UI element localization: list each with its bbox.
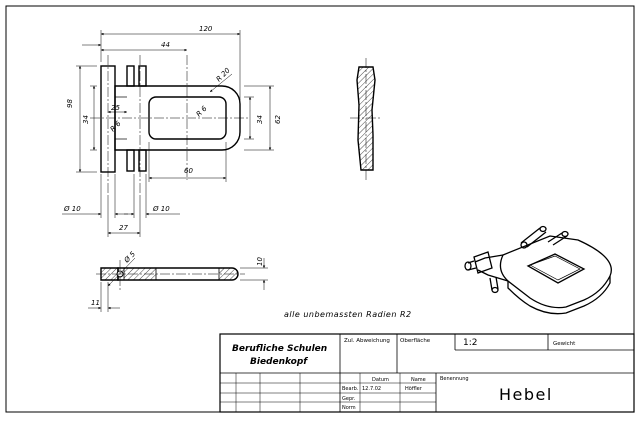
top-view-dimension-lines	[88, 257, 268, 312]
dim-27: 27	[119, 224, 128, 232]
name-header: Name	[411, 377, 426, 383]
weight-label: Gewicht	[553, 341, 576, 347]
title-block-texts: Berufliche Schulen Biedenkopf Zul. Abwei…	[232, 338, 576, 411]
dim-34-left: 34	[82, 115, 90, 124]
dim-98: 98	[66, 99, 74, 108]
drawn-label: Bearb.	[342, 386, 359, 392]
isometric-view	[464, 225, 612, 315]
tolerance-label: Zul. Abweichung	[344, 338, 390, 344]
school-line-2: Biedenkopf	[250, 357, 308, 367]
dim-25: 25	[111, 104, 120, 112]
part-name: Hebel	[499, 385, 553, 404]
dim-r6-inner: R 6	[195, 104, 209, 118]
surface-label: Oberfläche	[400, 338, 431, 344]
top-view-section	[96, 260, 245, 290]
dim-60: 60	[184, 167, 193, 175]
front-view-centerlines	[90, 55, 250, 195]
scale-value: 1:2	[463, 338, 477, 348]
drawn-name: Höffler	[405, 386, 423, 392]
norm-label: Norm	[342, 405, 356, 411]
dim-10-thickness: 10	[256, 257, 264, 266]
front-view-dimension-texts: 120 44 R 20 98 34 25 R 6 R 6 34 62 60 Ø …	[63, 25, 282, 232]
school-line-1: Berufliche Schulen	[232, 344, 327, 354]
dim-diameter-10-right: Ø 10	[152, 205, 170, 213]
checked-label: Gepr.	[342, 396, 356, 402]
front-view	[100, 65, 241, 173]
title-block	[219, 333, 635, 413]
dim-34-inner: 34	[256, 115, 264, 124]
dim-diameter-5: Ø 5	[122, 250, 137, 265]
side-view-section	[350, 58, 382, 180]
dim-62: 62	[274, 115, 282, 124]
date-header: Datum	[372, 377, 389, 383]
dim-44: 44	[161, 41, 170, 49]
dim-diameter-10-left: Ø 10	[63, 205, 81, 213]
drawn-date: 12.7.02	[362, 386, 381, 392]
dim-11: 11	[91, 299, 100, 307]
front-view-dimension-lines	[62, 30, 274, 237]
general-note: alle unbemassten Radien R2	[284, 310, 412, 319]
dim-120: 120	[199, 25, 213, 33]
dim-r6-left: R 6	[109, 119, 123, 133]
designation-label: Benennung	[440, 376, 469, 382]
